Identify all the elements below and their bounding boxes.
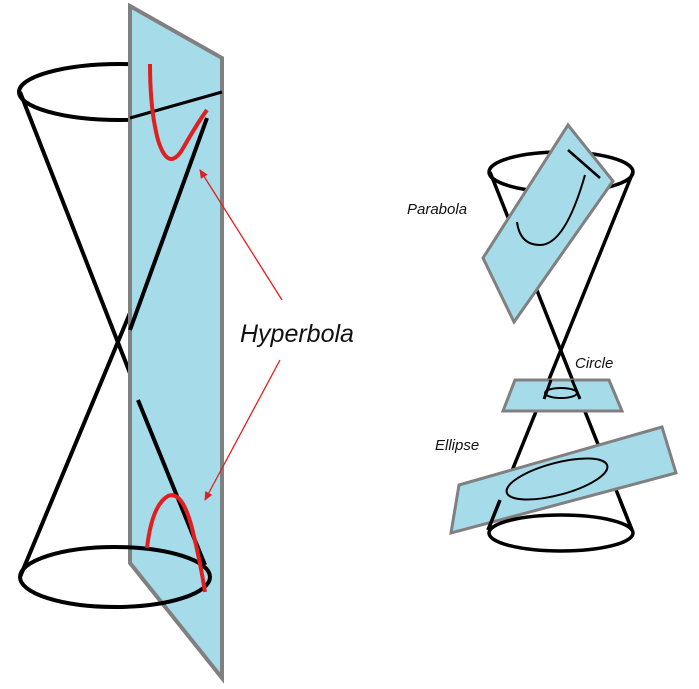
right-cone-bottom-rim bbox=[487, 513, 635, 553]
parabola-plane bbox=[481, 122, 615, 325]
circle-label: Circle bbox=[575, 355, 613, 372]
conics-figure: Parabola Circle Ellipse bbox=[407, 122, 678, 553]
hyperbola-arrow-upper bbox=[199, 169, 283, 301]
ellipse-curve bbox=[505, 457, 609, 501]
circle-plane bbox=[500, 378, 625, 413]
left-cutting-plane bbox=[128, 2, 224, 684]
left-generator-over-plane-upper bbox=[128, 117, 209, 331]
hyperbola-lower-branch bbox=[145, 493, 207, 593]
ellipse-label: Ellipse bbox=[435, 437, 479, 454]
circle-generator-left bbox=[542, 379, 553, 400]
parabola-curve bbox=[516, 174, 586, 247]
ellipse-plane bbox=[449, 425, 678, 536]
ellipse-generator-left bbox=[486, 499, 502, 531]
hyperbola-label: Hyperbola bbox=[240, 320, 354, 348]
hyperbola-arrow-lower bbox=[204, 359, 281, 501]
parabola-label: Parabola bbox=[407, 201, 467, 218]
circle-generator-right bbox=[570, 379, 582, 400]
left-cone-bottom-rim bbox=[18, 545, 212, 609]
hyperbola-upper-branch bbox=[148, 63, 209, 161]
parabola-rim-over-plane bbox=[567, 149, 601, 179]
ellipse-generator-right bbox=[618, 499, 634, 531]
hyperbola-figure: Hyperbola bbox=[17, 2, 354, 684]
left-rim-front-over-plane bbox=[129, 90, 223, 120]
